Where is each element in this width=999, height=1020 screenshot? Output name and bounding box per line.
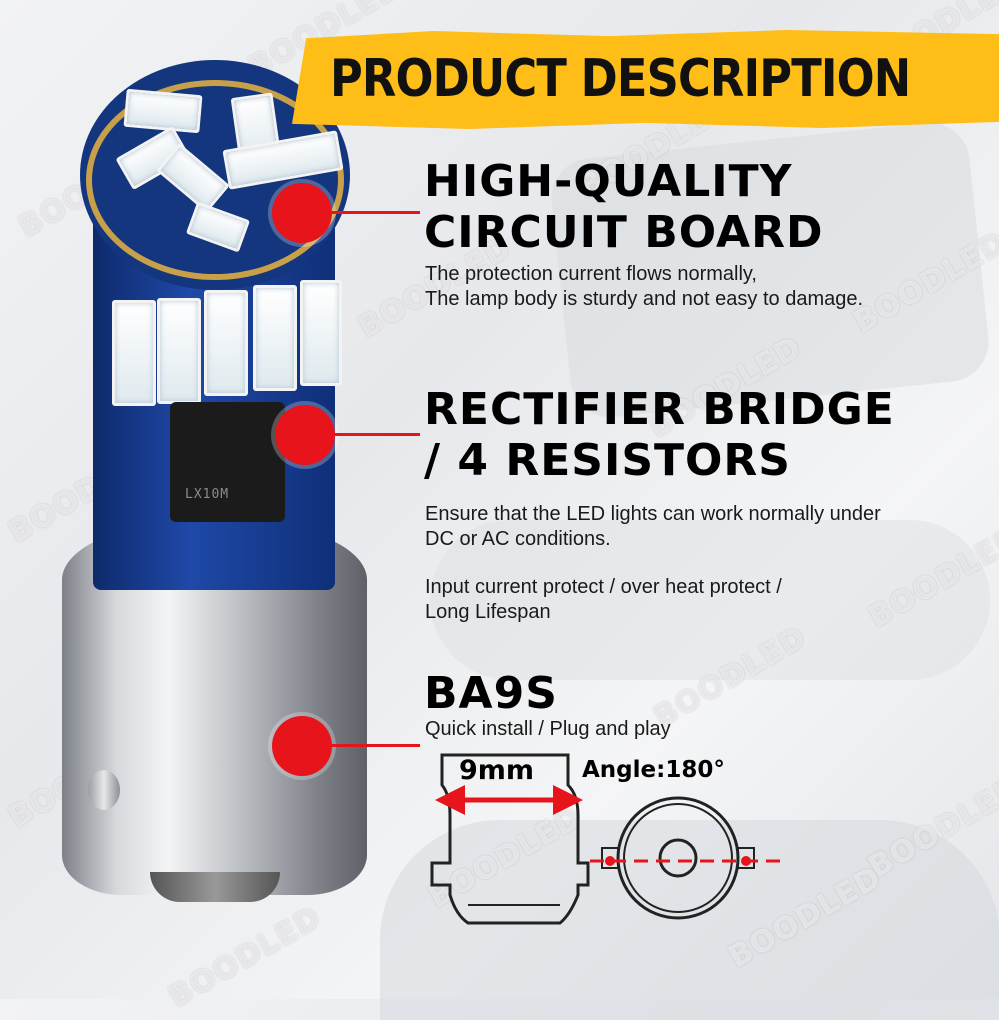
pin-marker: [741, 856, 751, 866]
rectifier-bridge-chip: [170, 402, 285, 522]
base-dimension-diagram: [430, 753, 780, 925]
led-chip: [157, 298, 201, 404]
feature-description: The protection current flows normally,: [425, 263, 757, 285]
background-panel: [380, 820, 999, 1020]
led-chip: [112, 300, 156, 406]
feature-description: DC or AC conditions.: [425, 528, 611, 550]
watermark: BOODLED: [162, 899, 328, 1016]
pin-marker: [605, 856, 615, 866]
solder-ring: [86, 80, 344, 280]
led-chip: [300, 280, 342, 386]
feature-description: Long Lifespan: [425, 601, 551, 623]
callout-line: [333, 433, 420, 436]
feature-heading: HIGH-QUALITY: [424, 156, 793, 207]
feature-heading: / 4 RESISTORS: [424, 435, 791, 486]
page-title: PRODUCT DESCRIPTION: [330, 49, 911, 109]
bayonet-pin: [88, 770, 120, 810]
callout-line: [330, 211, 420, 214]
bulb-contact-tip: [150, 872, 280, 902]
feature-description: Ensure that the LED lights can work norm…: [425, 503, 881, 525]
feature-heading: RECTIFIER BRIDGE: [424, 384, 895, 435]
chip-marking: LX10M: [185, 487, 230, 502]
callout-dot: [272, 183, 332, 243]
led-chip: [123, 88, 203, 134]
callout-line: [330, 744, 420, 747]
feature-description: Quick install / Plug and play: [425, 718, 671, 740]
feature-heading: BA9S: [424, 668, 558, 719]
background-panel: [430, 520, 990, 680]
feature-heading: CIRCUIT BOARD: [424, 207, 824, 258]
led-chip: [253, 285, 297, 391]
callout-dot: [275, 405, 335, 465]
feature-description: Input current protect / over heat protec…: [425, 576, 782, 598]
angle-label: Angle:180°: [582, 757, 725, 783]
title-banner: [292, 30, 999, 129]
led-chip: [204, 290, 248, 396]
width-label: 9mm: [459, 755, 535, 786]
top-profile-outline: [601, 796, 755, 920]
callout-dot: [272, 716, 332, 776]
feature-description: The lamp body is sturdy and not easy to …: [425, 288, 864, 310]
